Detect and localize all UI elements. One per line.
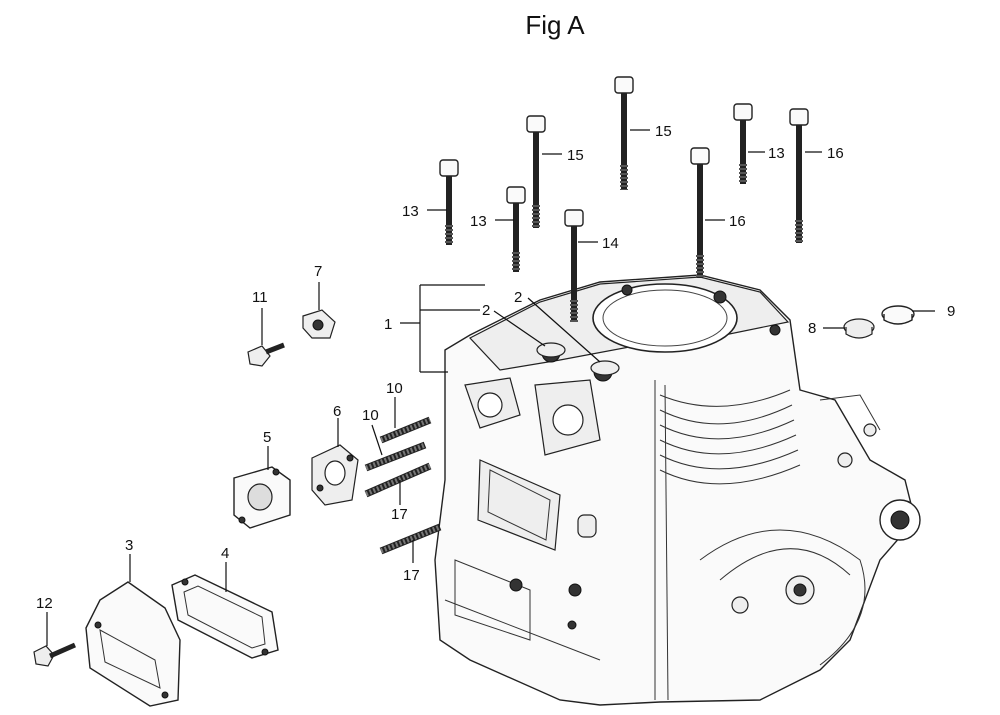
stud-10-upper — [379, 416, 432, 444]
callout-6: 6 — [333, 403, 341, 420]
stud-17-lower — [379, 523, 442, 555]
callout-9: 9 — [947, 303, 955, 320]
bolt-15-left — [526, 115, 546, 228]
callout-15-left: 15 — [567, 147, 584, 164]
callout-12: 12 — [36, 595, 53, 612]
callout-10-lower: 10 — [362, 407, 379, 424]
bolt-16-middle — [690, 147, 710, 278]
callout-15-right: 15 — [655, 123, 672, 140]
stud-10-lower — [364, 441, 427, 472]
figure-title: Fig A — [525, 10, 585, 40]
insulator-5 — [233, 466, 291, 529]
callout-11: 11 — [252, 289, 268, 306]
callout-labels: 1 2 2 3 4 5 6 7 8 9 10 10 11 12 13 13 13… — [36, 123, 955, 612]
cover-plate-3 — [85, 581, 181, 707]
stud-17-upper — [364, 462, 432, 498]
callout-17-upper: 17 — [391, 506, 408, 523]
callout-14: 14 — [602, 235, 619, 252]
callout-13-middle: 13 — [470, 213, 487, 230]
bolt-16-right — [789, 108, 809, 243]
callout-13-left: 13 — [402, 203, 419, 220]
bolt-13-middle — [506, 186, 526, 272]
callout-4: 4 — [221, 545, 229, 562]
callout-2-right: 2 — [514, 289, 522, 306]
callout-5: 5 — [263, 429, 271, 446]
dowel-pins — [536, 342, 620, 376]
bolt-12 — [33, 642, 77, 667]
callout-10-upper: 10 — [386, 380, 403, 397]
callout-16-middle: 16 — [729, 213, 746, 230]
callout-17-lower: 17 — [403, 567, 420, 584]
plug-9 — [881, 305, 915, 325]
gasket-6 — [311, 444, 359, 506]
callout-3: 3 — [125, 537, 133, 554]
bolt-13-left — [439, 159, 459, 245]
bolt-14 — [564, 209, 584, 322]
cylinder-block — [434, 274, 921, 706]
callout-1: 1 — [384, 316, 392, 333]
bolt-15-right — [614, 76, 634, 190]
callout-7: 7 — [314, 263, 322, 280]
bolt-13-right — [733, 103, 753, 184]
plug-8 — [843, 318, 875, 339]
callout-13-right: 13 — [768, 145, 785, 162]
leader-lines — [46, 129, 935, 646]
bolt-11 — [247, 342, 285, 367]
fitting-7 — [302, 309, 336, 339]
callout-2-left: 2 — [482, 302, 490, 319]
callout-16-right: 16 — [827, 145, 844, 162]
gasket-4 — [171, 574, 279, 659]
callout-8: 8 — [808, 320, 816, 337]
